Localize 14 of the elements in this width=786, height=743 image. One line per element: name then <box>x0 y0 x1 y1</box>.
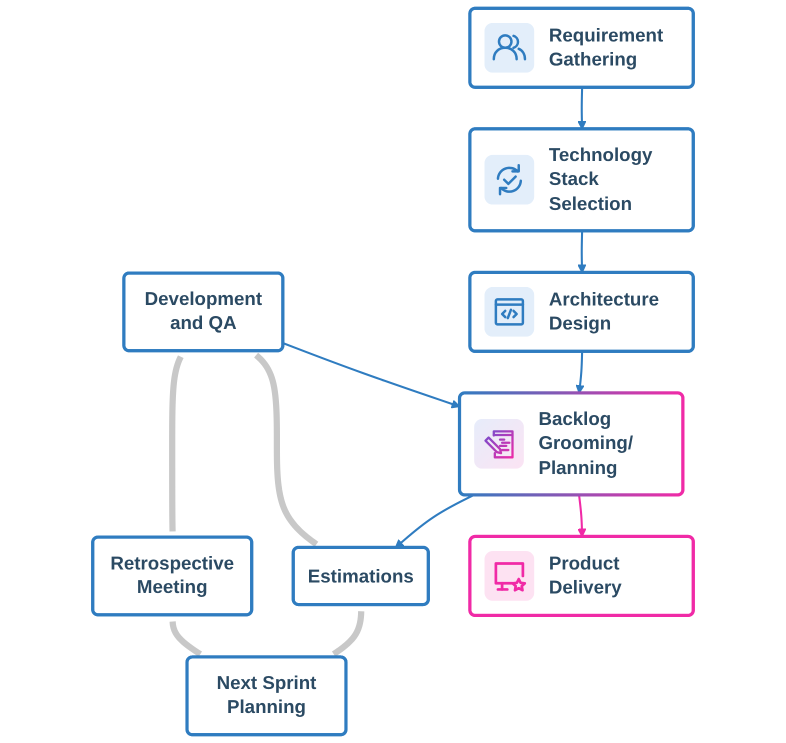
step-label: Architecture Design <box>548 288 660 336</box>
connector-line <box>332 611 364 657</box>
arrow <box>283 342 460 408</box>
step-label: Estimations <box>308 564 414 588</box>
step-label: Backlog Grooming/ Planning <box>538 408 634 480</box>
connector-line <box>170 621 202 657</box>
step-label: Development and QA <box>144 288 264 336</box>
step-label: Product Delivery <box>548 552 623 600</box>
connector-line <box>254 352 318 547</box>
connector-line <box>169 355 184 532</box>
step-label: Technology Stack Selection <box>548 143 654 216</box>
step-label: Next Sprint Planning <box>216 672 318 720</box>
step-label: Retrospective Meeting <box>109 552 236 600</box>
step-label: Requirement Gathering <box>548 24 664 72</box>
